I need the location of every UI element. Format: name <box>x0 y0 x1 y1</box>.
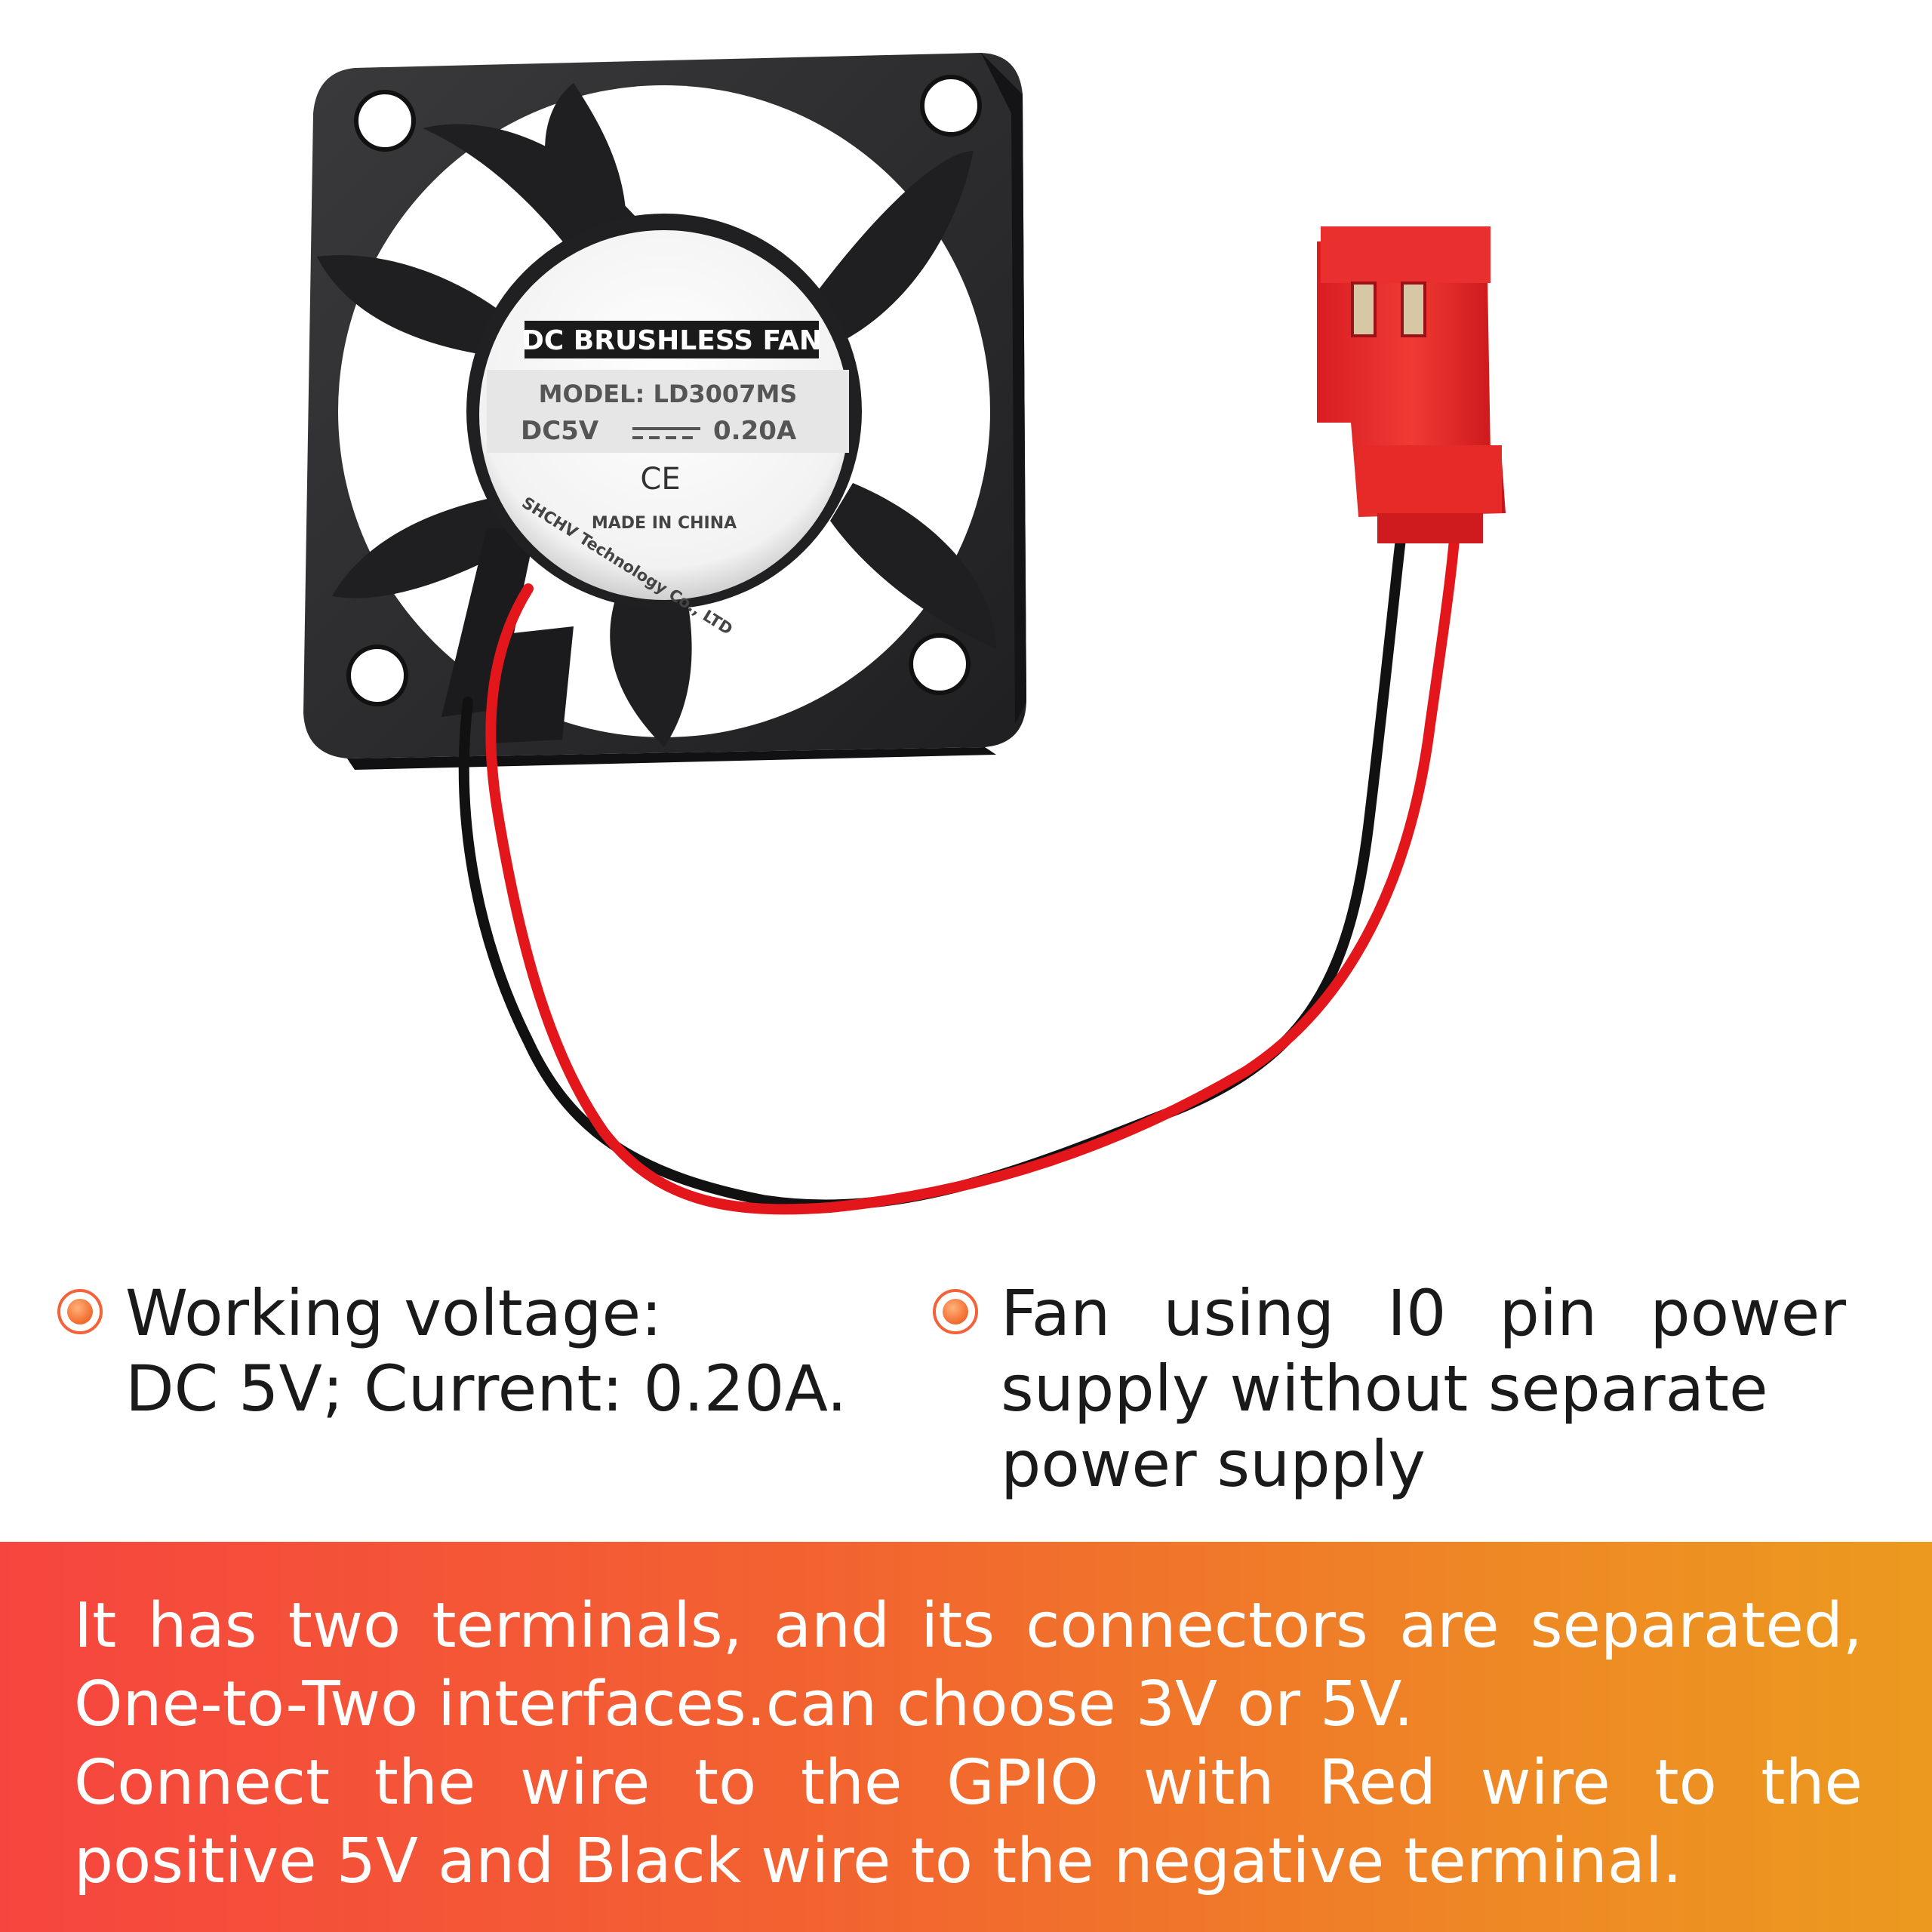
banner-line4: positive 5V and Black wire to the negati… <box>74 1826 1682 1897</box>
description-banner: It has two terminals, and its connectors… <box>0 1542 1932 1932</box>
feature-power-text: Fan using I0 pin power supply without se… <box>1001 1275 1846 1502</box>
label-model: MODEL: LD3007MS <box>539 380 798 408</box>
feature-power-line2: supply without separate <box>1001 1352 1768 1426</box>
feature-power-line1: Fan using I0 pin power <box>1001 1276 1846 1350</box>
banner-line3: Connect the wire to the GPIO with Red wi… <box>74 1747 1863 1819</box>
banner-line2: One-to-Two interfaces.can choose 3V or 5… <box>74 1669 1414 1740</box>
bullet-icon <box>933 1289 978 1334</box>
feature-voltage-text: Working voltage: DC 5V; Current: 0.20A. <box>125 1275 847 1426</box>
label-title: DC BRUSHLESS FAN <box>521 325 822 356</box>
label-current: 0.20A <box>713 416 797 446</box>
feature-voltage-line1: Working voltage: <box>125 1276 663 1350</box>
feature-voltage-line2: DC 5V; Current: 0.20A. <box>125 1352 848 1426</box>
bullet-icon <box>57 1289 103 1334</box>
label-voltage: DC5V <box>521 416 599 446</box>
feature-power-line3: power supply <box>1001 1427 1426 1501</box>
fan-wires <box>458 508 1462 1215</box>
banner-text: It has two terminals, and its connectors… <box>74 1587 1863 1901</box>
label-origin: MADE IN CHINA <box>592 514 737 533</box>
connector <box>1317 226 1506 543</box>
product-photo: DC BRUSHLESS FAN MODEL: LD3007MS DC5V 0.… <box>303 53 1506 1215</box>
banner-line1: It has two terminals, and its connectors… <box>74 1590 1863 1662</box>
dc-symbol-icon <box>632 427 700 439</box>
ce-mark: CE <box>640 462 680 497</box>
